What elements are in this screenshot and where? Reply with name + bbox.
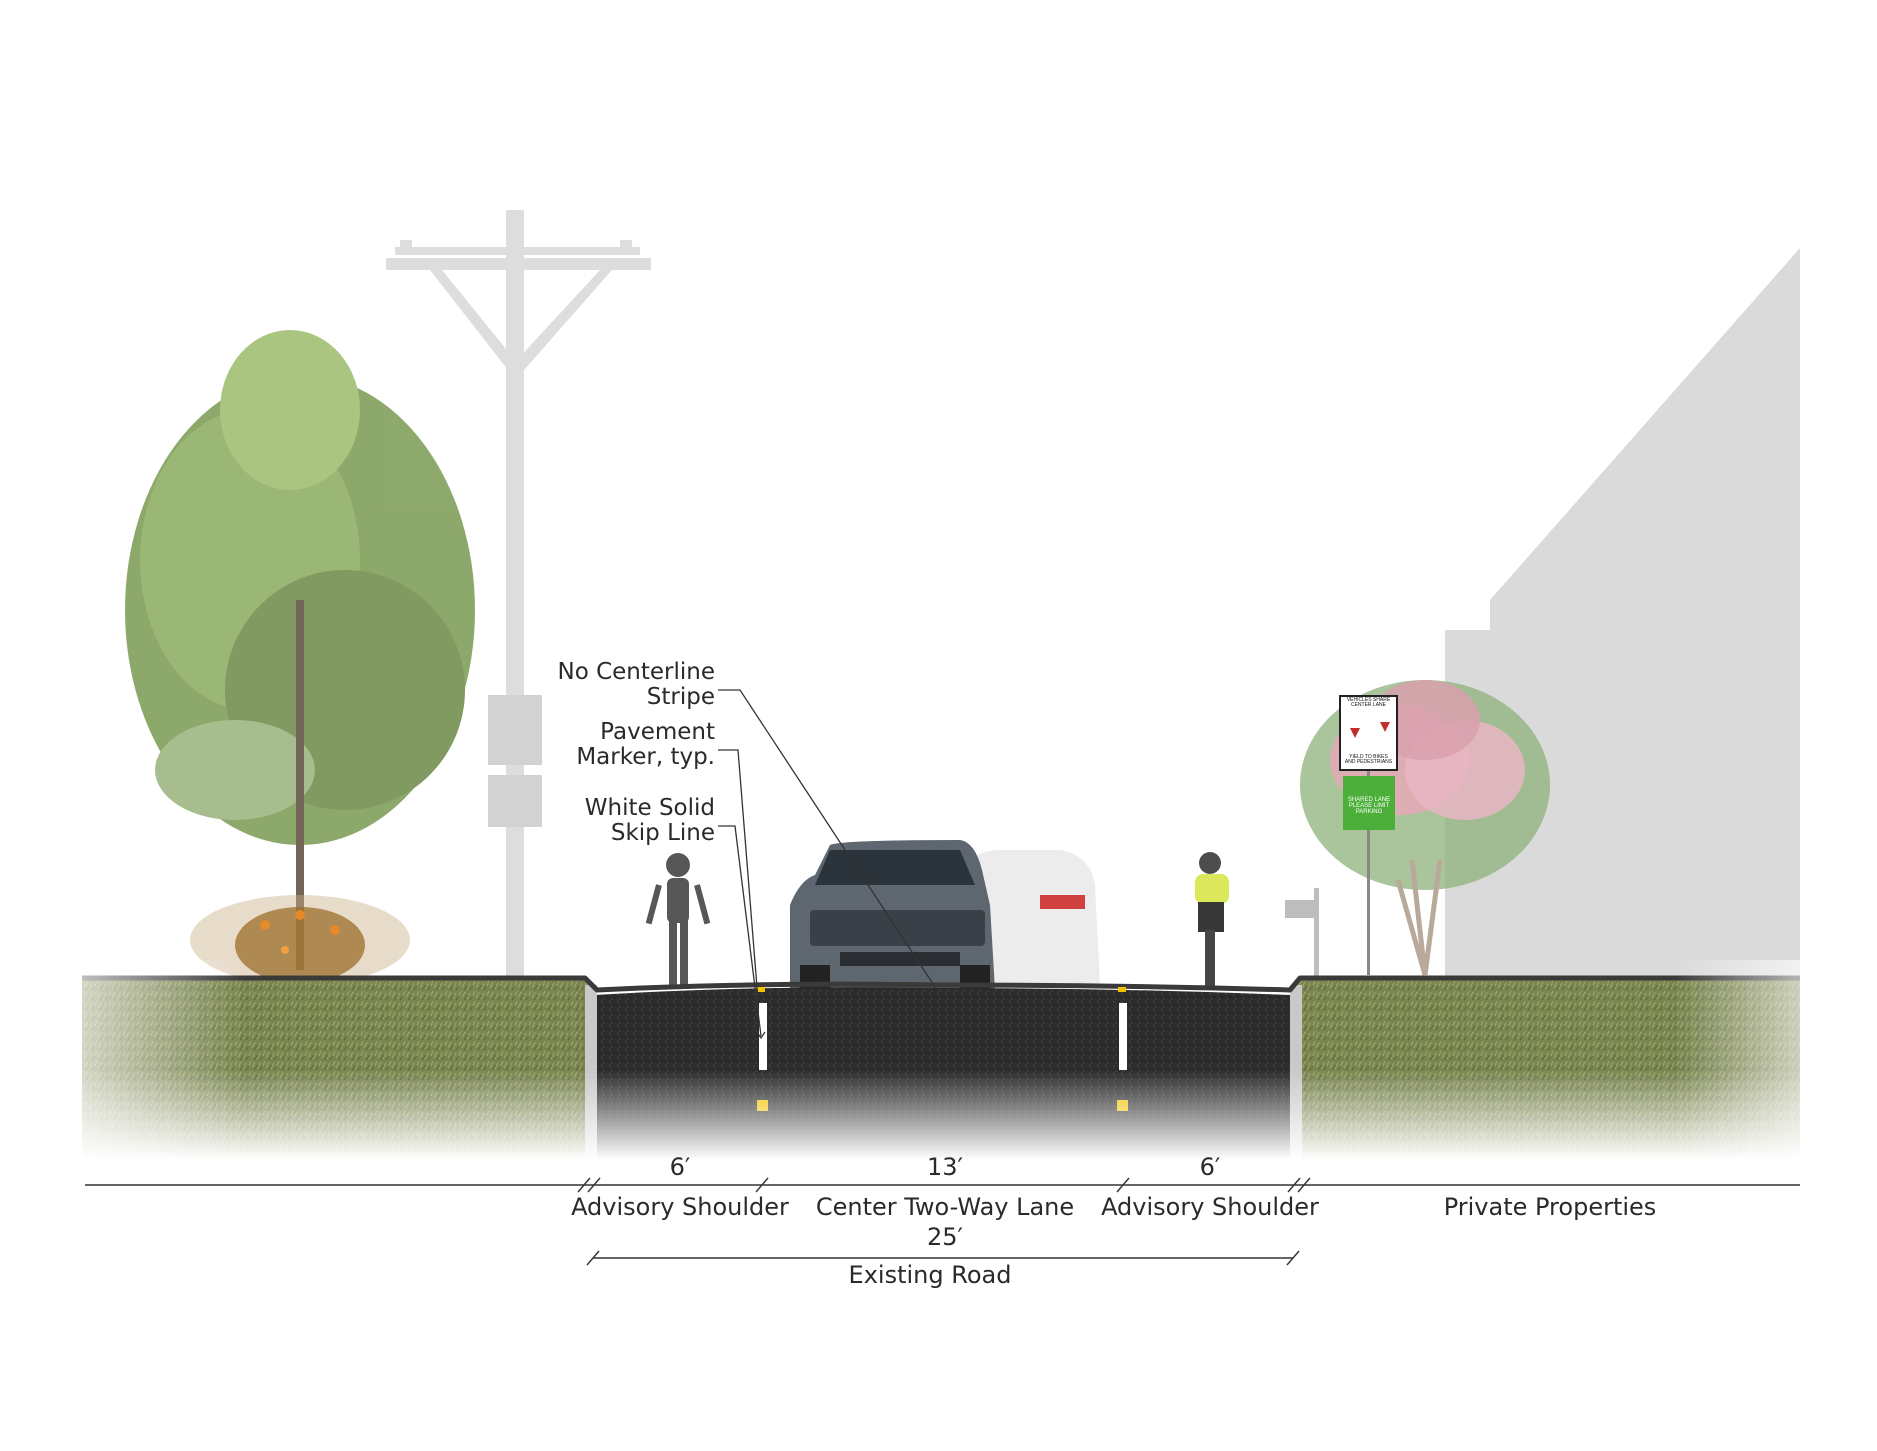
callout-pavement-marker-line2: Marker, typ. (576, 744, 715, 770)
sign-top-line3: YIELD TO BIKES (1349, 754, 1388, 760)
dim-center-lane-label: Center Two-Way Lane (815, 1193, 1075, 1221)
callout-no-centerline-line2: Stripe (646, 684, 715, 710)
dim-road-total-label: Existing Road (848, 1261, 1012, 1289)
sign-top-line1: VEHICLES SHARE (1346, 697, 1391, 703)
dimension-lines (85, 1177, 1800, 1266)
callout-no-centerline: No Centerline Stripe (557, 660, 715, 710)
dim-road-total-width: 25′ (927, 1223, 963, 1251)
mailbox (1285, 888, 1319, 980)
callout-no-centerline-line1: No Centerline (557, 659, 715, 685)
callout-skip-line: White Solid Skip Line (585, 796, 715, 846)
dim-private-label: Private Properties (1443, 1193, 1657, 1221)
dim-right-shoulder-label: Advisory Shoulder (1101, 1193, 1319, 1221)
utility-pole (386, 210, 651, 980)
sign-bottom-line2: PLEASE LIMIT (1348, 803, 1390, 809)
car-rear (960, 850, 1100, 985)
callout-leaders (718, 689, 938, 1040)
callout-skip-line-line2: Skip Line (610, 820, 715, 846)
dim-left-shoulder-width: 6′ (669, 1153, 691, 1181)
sign-bottom-line1: SHARED LANE (1347, 797, 1391, 803)
sign-bottom-text: SHARED LANE PLEASE LIMIT PARKING (1343, 797, 1395, 815)
sign-top-line2: CENTER LANE (1350, 702, 1386, 708)
sign-top-text-bottom: YIELD TO BIKES AND PEDESTRIANS (1340, 755, 1397, 765)
sign-bottom-line3: PARKING (1355, 809, 1383, 815)
callout-skip-line-line1: White Solid (584, 795, 715, 821)
callout-pavement-marker-line1: Pavement (600, 719, 715, 745)
dim-right-shoulder-width: 6′ (1199, 1153, 1221, 1181)
tree-left (125, 330, 475, 970)
sign-top-line4: AND PEDESTRIANS (1344, 759, 1393, 765)
pedestrian (645, 853, 711, 988)
dim-center-lane-width: 13′ (927, 1153, 963, 1181)
callout-pavement-marker: Pavement Marker, typ. (576, 720, 715, 770)
dim-left-shoulder-label: Advisory Shoulder (571, 1193, 789, 1221)
road-sign (1339, 695, 1398, 975)
sign-top-text: VEHICLES SHARE CENTER LANE (1340, 698, 1397, 708)
house-silhouette (1445, 248, 1800, 980)
